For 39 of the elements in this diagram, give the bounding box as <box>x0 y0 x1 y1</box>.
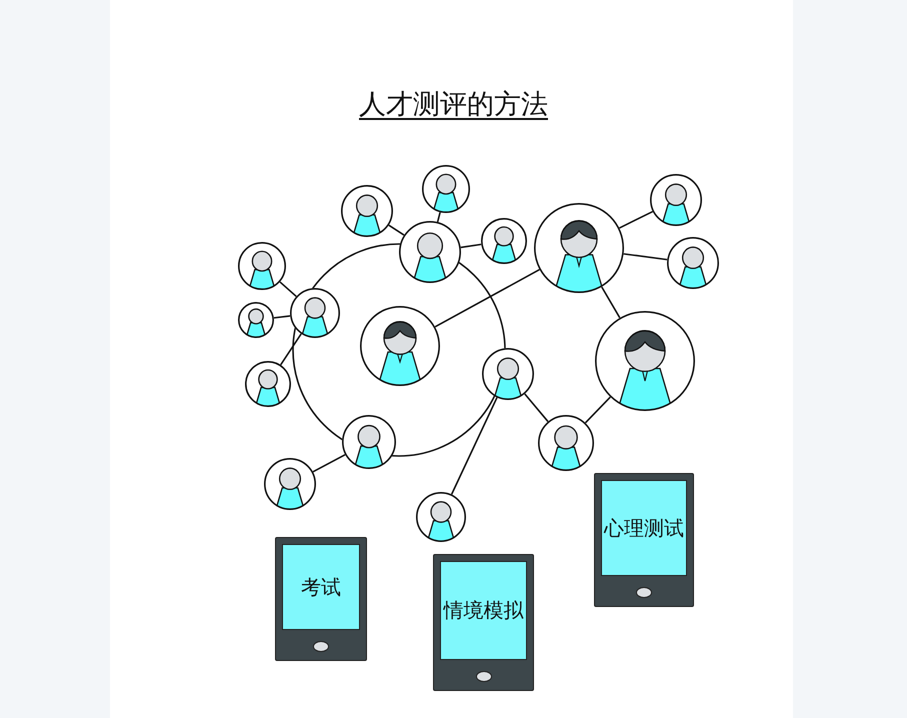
connector-line <box>524 393 549 422</box>
person-avatar <box>648 172 704 228</box>
person-avatar <box>480 346 536 402</box>
connector-line <box>624 253 668 260</box>
person-avatar <box>665 235 721 291</box>
connector-line <box>274 315 290 319</box>
person-avatar <box>397 219 463 285</box>
tablet <box>594 473 694 607</box>
person-avatar <box>236 240 288 292</box>
person-avatar <box>358 304 442 388</box>
connector-line <box>436 212 441 222</box>
tablet-screen: 情境模拟 <box>440 561 527 660</box>
person-avatar <box>339 183 395 239</box>
connector-line <box>312 454 346 472</box>
person-avatar <box>532 201 626 295</box>
connector-line <box>434 268 540 328</box>
tablet <box>433 554 534 691</box>
connector-line <box>450 397 498 495</box>
person-avatar <box>340 413 398 471</box>
connector-line <box>618 210 654 229</box>
person-avatar <box>479 216 529 266</box>
tablet-screen: 心理测试 <box>601 480 687 576</box>
connector-line <box>584 396 611 424</box>
tablet <box>275 537 367 661</box>
connector-line <box>388 224 404 236</box>
person-avatar <box>420 163 472 215</box>
connector-line <box>601 286 620 318</box>
title: 人才测评的方法 <box>359 89 548 120</box>
connector-line <box>279 281 297 298</box>
person-avatar <box>536 413 596 473</box>
tablet-screen: 考试 <box>282 544 360 630</box>
person-avatar <box>262 456 318 512</box>
connector-line <box>460 244 482 248</box>
connector-line <box>280 333 302 366</box>
person-avatar <box>236 300 276 340</box>
person-avatar <box>288 286 342 340</box>
person-avatar <box>243 359 293 409</box>
person-avatar <box>593 309 697 413</box>
person-avatar <box>414 490 468 544</box>
